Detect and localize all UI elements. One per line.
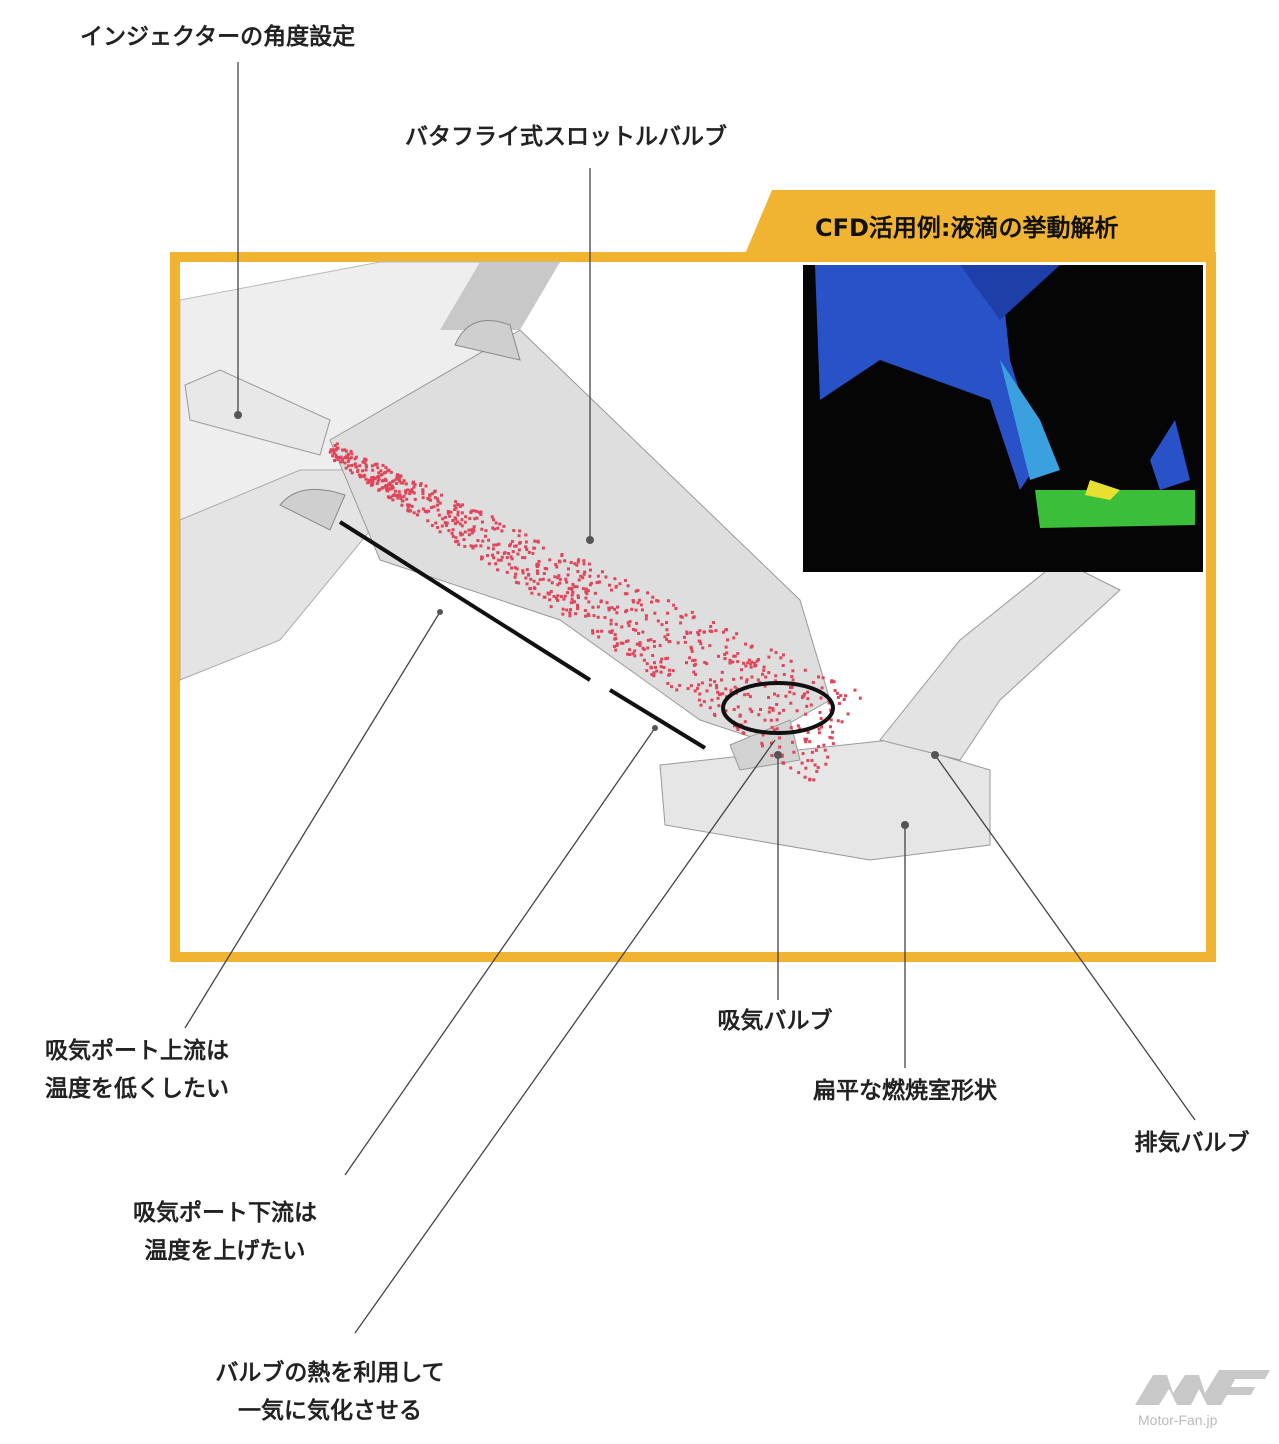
focus-ellipse: [721, 681, 835, 735]
cfd-title: CFD活用例:液滴の挙動解析: [815, 214, 1119, 242]
logo-text: Motor-Fan.jp: [1138, 1412, 1218, 1428]
engine-render: [179, 261, 1121, 861]
label-upstream-2: 温度を低くしたい: [45, 1076, 229, 1102]
label-valve-heat-1: バルブの熱を利用して: [215, 1360, 445, 1386]
motor-fan-logo: [1135, 1370, 1270, 1405]
label-intake-valve: 吸気バルブ: [717, 1008, 833, 1034]
droplet-spray: [328, 442, 862, 782]
label-flat-chamber: 扁平な燃焼室形状: [813, 1078, 997, 1104]
label-upstream-1: 吸気ポート上流は: [45, 1038, 229, 1064]
leader-lines: [184, 62, 1196, 1334]
label-valve-heat-2: 一気に気化させる: [238, 1398, 422, 1424]
label-downstream-2: 温度を上げたい: [144, 1238, 306, 1264]
label-downstream-1: 吸気ポート下流は: [133, 1200, 317, 1226]
label-exhaust-valve: 排気バルブ: [1134, 1130, 1250, 1156]
cfd-inset: [803, 265, 1203, 572]
label-throttle-valve: バタフライ式スロットルバルブ: [405, 124, 727, 150]
cfd-title-tab: [745, 190, 1215, 254]
label-injector-angle: インジェクターの角度設定: [80, 24, 356, 50]
